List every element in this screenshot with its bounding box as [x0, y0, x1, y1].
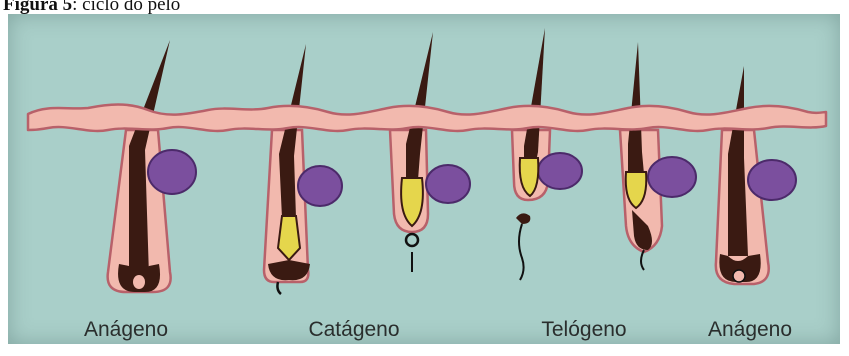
- follicle-catagen-late: [390, 32, 470, 272]
- stage-label-anagen-2: Anágeno: [708, 318, 792, 342]
- sebaceous-gland-icon: [148, 150, 196, 194]
- follicle-early-anagen: [620, 42, 696, 270]
- follicle-anagen-1: [108, 40, 196, 292]
- caption-text: : ciclo do pelo: [72, 0, 180, 15]
- sebaceous-gland-icon: [538, 153, 582, 189]
- sebaceous-gland-icon: [298, 166, 342, 206]
- stage-label-telogen: Telógeno: [541, 318, 626, 342]
- dermal-papilla-icon: [516, 213, 530, 224]
- stage-label-anagen: Anágeno: [84, 318, 168, 342]
- sebaceous-gland-icon: [748, 160, 796, 200]
- follicle-anagen-2: [716, 66, 796, 284]
- hair-cycle-diagram: [8, 14, 840, 344]
- sebaceous-gland-icon: [648, 157, 696, 197]
- dermal-papilla-icon: [733, 270, 745, 282]
- dermal-papilla-icon: [133, 275, 145, 289]
- caption-number: Figura 5: [3, 0, 72, 15]
- follicle-telogen: [512, 28, 582, 280]
- epithelial-strand-icon: [641, 250, 644, 270]
- epithelial-strand-icon: [519, 224, 524, 280]
- sebaceous-gland-icon: [426, 165, 470, 203]
- dermal-papilla-icon: [406, 234, 418, 246]
- dermal-papilla-icon: [277, 282, 281, 294]
- stage-label-catagen: Catágeno: [308, 318, 399, 342]
- follicle-catagen-early: [264, 44, 342, 294]
- hair-cycle-figure: Anágeno Catágeno Telógeno Anágeno: [8, 14, 840, 344]
